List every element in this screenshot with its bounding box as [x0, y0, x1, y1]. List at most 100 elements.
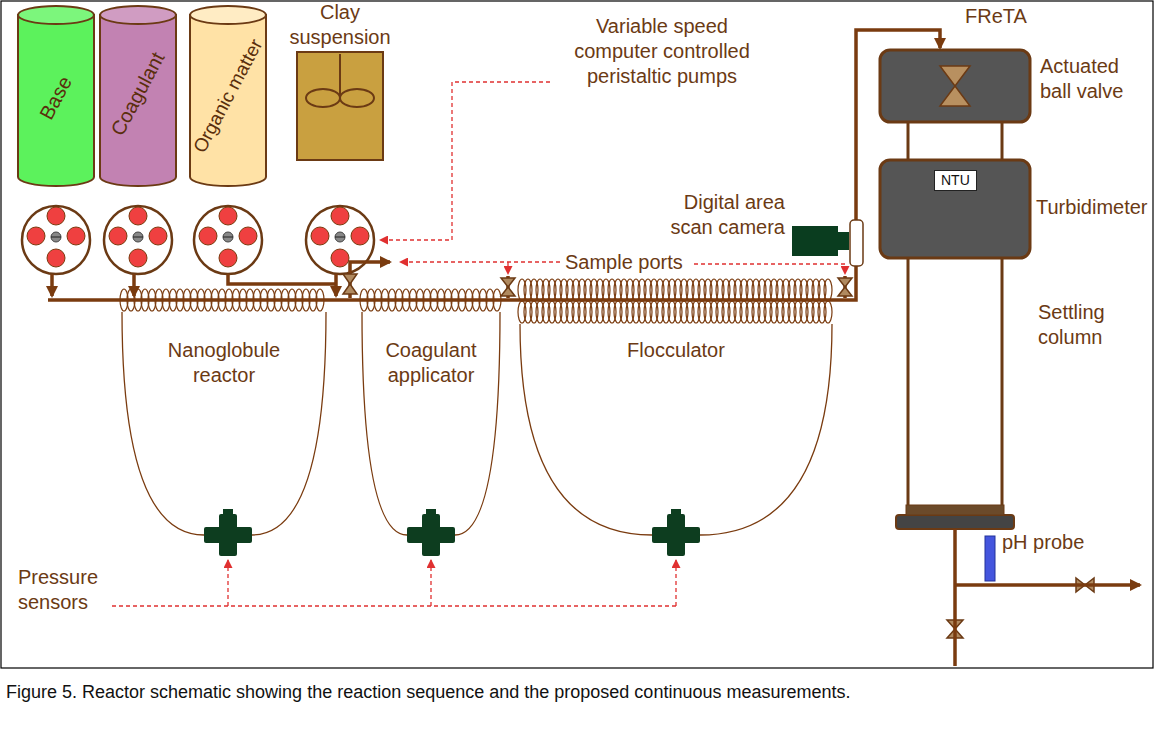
sample-leader	[400, 261, 560, 262]
signal-lines	[112, 82, 845, 606]
sample-leader	[694, 264, 845, 274]
pump-signal	[380, 82, 550, 240]
column-base	[896, 515, 1014, 529]
figure-frame	[1, 1, 1153, 668]
turbidimeter-body	[880, 160, 1030, 258]
pump-callout: Variable speed computer controlled peris…	[552, 14, 772, 89]
feed-lines	[48, 30, 940, 300]
sample-leader	[507, 262, 508, 274]
stirrer-paddle	[340, 89, 374, 107]
figure-caption: Figure 5. Reactor schematic showing the …	[6, 680, 1146, 705]
tank-top	[100, 6, 176, 24]
probe-label: pH probe	[1002, 530, 1112, 555]
outlet-lines	[955, 529, 1140, 666]
tank-top	[190, 6, 266, 24]
pump-roller	[219, 207, 237, 225]
pump-housing	[22, 206, 90, 274]
display-text: NTU	[935, 171, 976, 190]
sensor-bar	[667, 514, 685, 556]
pump-hub	[51, 237, 61, 238]
display-box: NTU	[934, 170, 977, 191]
clay-box	[297, 52, 383, 160]
pump-housing	[306, 206, 374, 274]
sensor-signal	[675, 560, 676, 606]
coil-turn	[824, 279, 832, 301]
reagent-tank: Organic matter	[190, 6, 266, 186]
pump-hub	[335, 232, 345, 242]
reagent-tank: Coagulant	[100, 6, 176, 186]
sensor-knob	[426, 509, 436, 515]
pump-roller	[239, 227, 257, 245]
reactor-label: Coagulant applicator	[366, 338, 496, 388]
sensor-signal	[112, 605, 676, 606]
outlet-line	[955, 583, 1140, 587]
unit-label: Actuated ball valve	[1040, 54, 1152, 104]
tank-label: Clay suspension	[275, 0, 405, 50]
coil-turn	[493, 289, 501, 311]
sensor-callout: Pressure sensors	[18, 565, 143, 615]
column-wall	[1001, 258, 1004, 515]
column-wall	[1001, 122, 1004, 160]
stirrer-paddle	[306, 89, 340, 107]
column-unit: TurbidimeterNTU	[880, 160, 1030, 258]
column-unit: Actuated ball valve	[880, 50, 1030, 122]
sensor-knob	[671, 509, 681, 515]
pump-roller	[311, 227, 329, 245]
coil-turn	[824, 301, 832, 323]
reactor-label: Nanoglobule reactor	[149, 338, 299, 388]
clay-tank: Clay suspension	[297, 52, 383, 160]
feed-line	[228, 274, 336, 284]
pump-hub	[133, 237, 143, 238]
pump-roller	[47, 207, 65, 225]
pump-roller	[331, 207, 349, 225]
column-label: Settling column	[1038, 300, 1150, 350]
column-wall	[907, 258, 910, 515]
pump-hub	[223, 237, 233, 238]
column-collar	[906, 505, 1004, 515]
pump-roller	[129, 207, 147, 225]
tank-label: Organic matter	[188, 35, 268, 157]
feed-line	[50, 274, 54, 296]
pressure-sensors	[204, 509, 700, 556]
main-line	[48, 30, 940, 300]
feed-line	[334, 274, 338, 296]
pump-roller	[219, 249, 237, 267]
drain-line	[953, 529, 957, 666]
pump-hub	[133, 232, 143, 242]
camera-body	[792, 226, 838, 256]
sensor-bar	[422, 514, 440, 556]
camera-window	[850, 220, 863, 266]
pump-roller	[47, 249, 65, 267]
pump-housing	[194, 206, 262, 274]
pump-hub	[51, 232, 61, 242]
camera-label: Digital area scan camera	[645, 190, 785, 240]
ph-probe	[985, 536, 995, 581]
ball-valve-symbol	[940, 66, 970, 106]
pump-hub	[335, 237, 345, 238]
coagulant-tank	[100, 15, 176, 186]
pump-hub	[223, 232, 233, 242]
ball-valve-body	[880, 50, 1030, 122]
base-tank	[18, 15, 94, 186]
tank-label: Base	[34, 72, 77, 124]
pump-roller	[67, 227, 85, 245]
sensor-signal	[227, 560, 228, 606]
sensor-signal	[430, 560, 431, 606]
pump-roller	[331, 249, 349, 267]
pump-roller	[129, 249, 147, 267]
sensor-knob	[223, 509, 233, 515]
sensor-bar	[219, 514, 237, 556]
tank-top	[18, 6, 94, 24]
pressure-taps	[122, 312, 832, 535]
pump-roller	[27, 227, 45, 245]
coil-turn	[316, 289, 324, 311]
settling-column	[880, 50, 1030, 529]
pump-roller	[109, 227, 127, 245]
reagent-tank: Base	[18, 6, 94, 186]
camera-lens	[838, 232, 849, 250]
pump-roller	[149, 227, 167, 245]
line-label: FReTA	[965, 4, 1055, 29]
sample-valve	[343, 274, 357, 294]
